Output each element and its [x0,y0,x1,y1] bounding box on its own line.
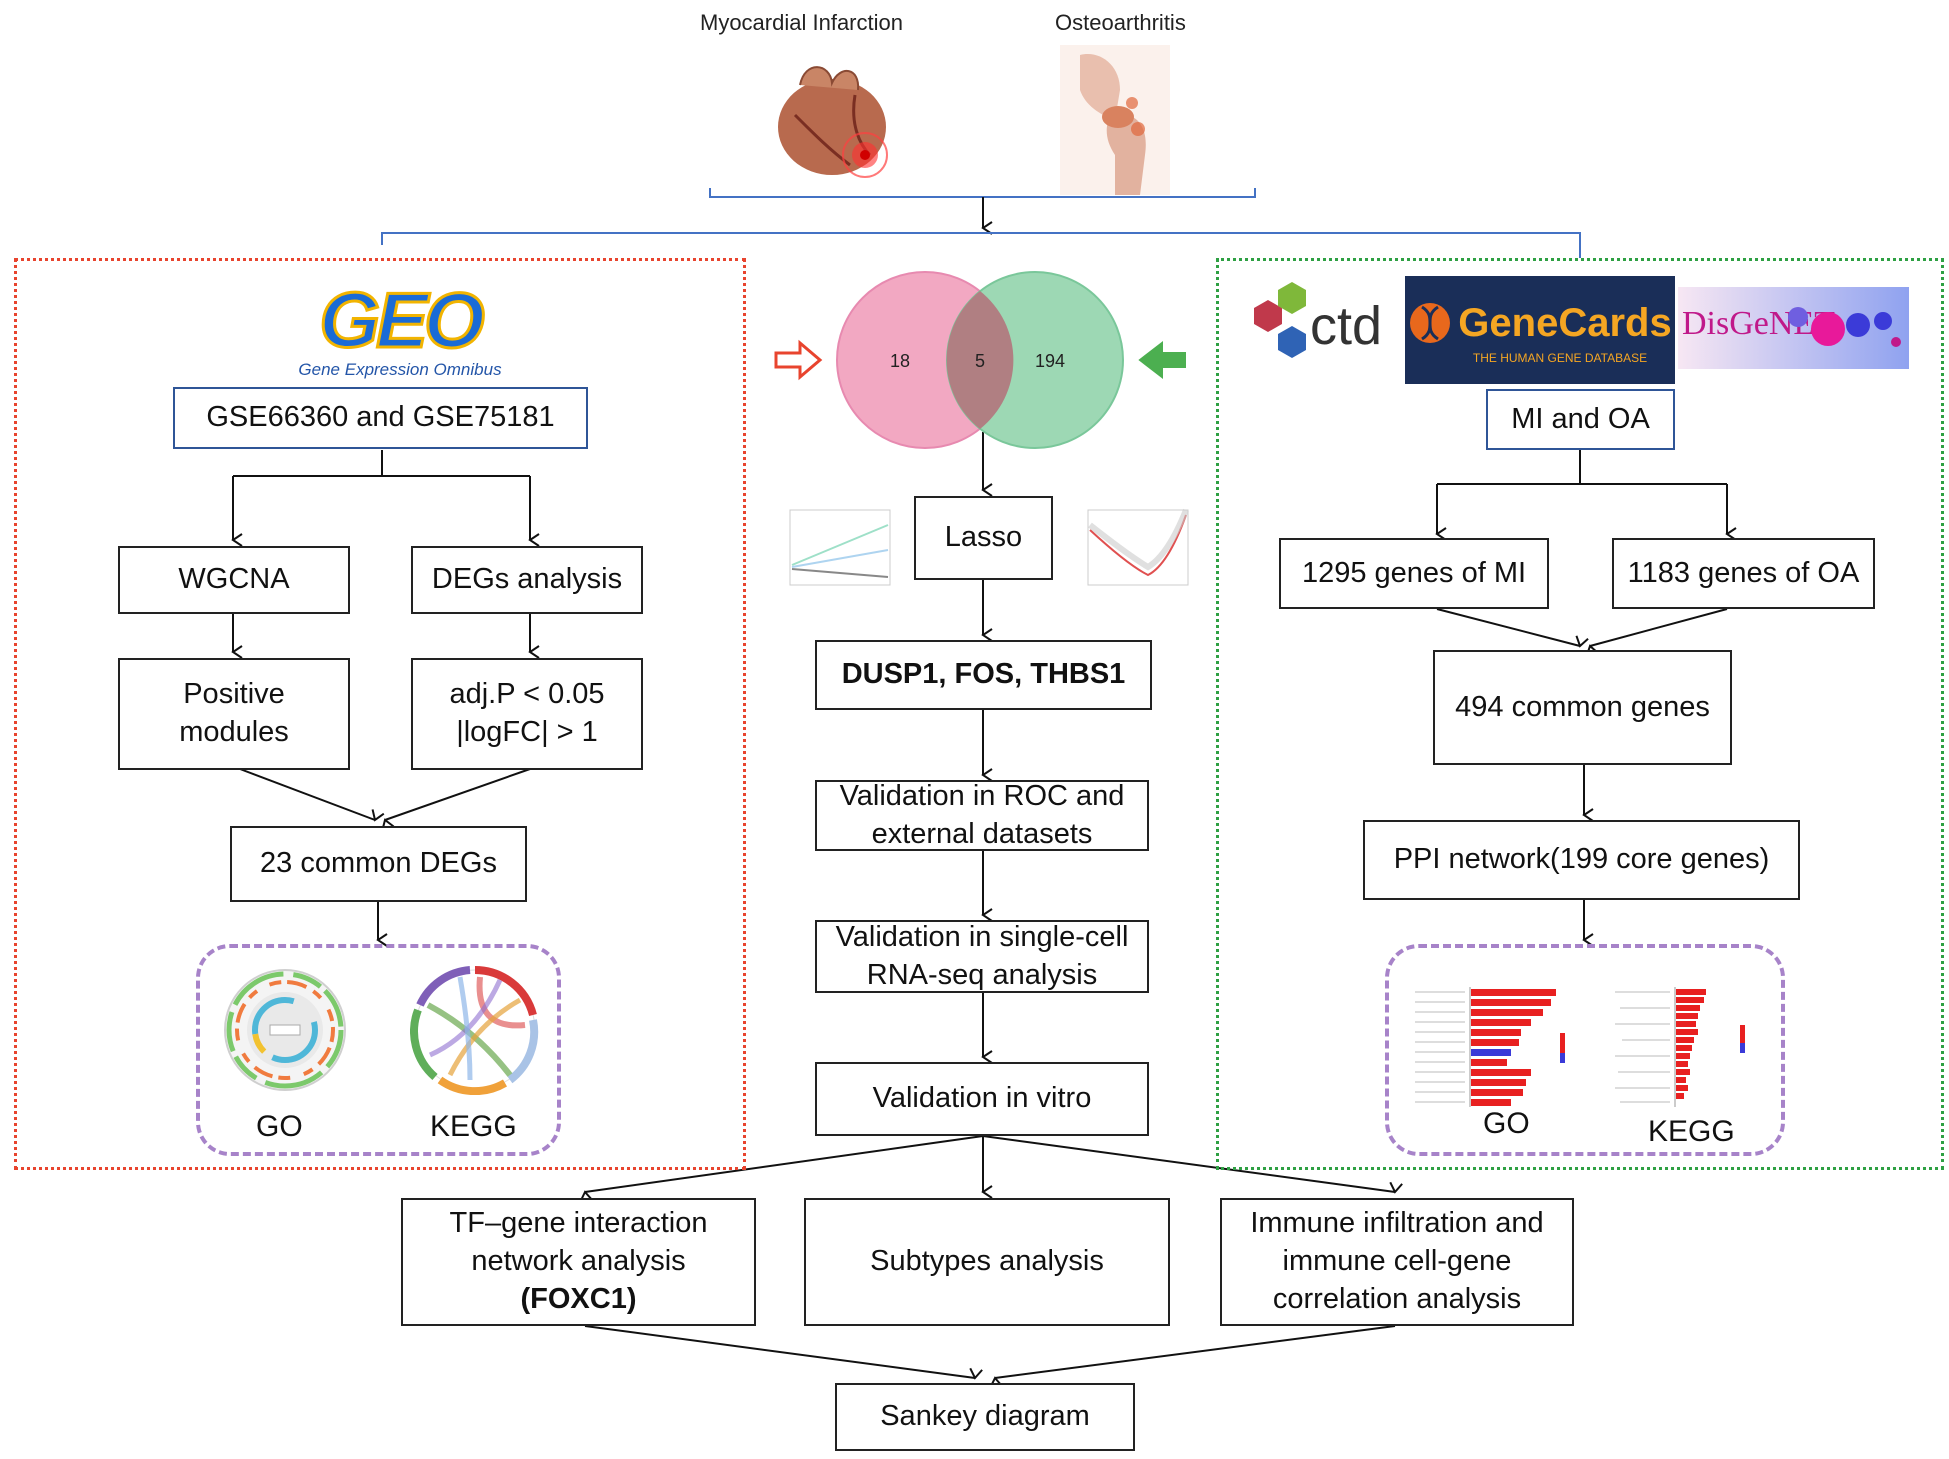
green-arrow-icon [1138,340,1186,380]
criteria-box: adj.P < 0.05 |logFC| > 1 [411,658,643,770]
ctd-label: ctd [1309,296,1383,356]
heart-icon [778,66,888,178]
genecards-logo: GeneCards THE HUMAN GENE DATABASE [1405,276,1675,384]
knee-joint-icon [1060,45,1170,195]
disgenet-logo: DisGeNET [1678,287,1909,369]
hub-genes-box: DUSP1, FOS, THBS1 [815,640,1152,710]
ctd-hexagon-icon [1253,282,1306,358]
common-genes-box: 494 common genes [1433,650,1732,765]
left-kegg-label: KEGG [430,1110,517,1143]
roc-validation-box: Validation in ROC and external datasets [815,780,1149,851]
right-enrichment-frame [1385,944,1785,1156]
right-panel-frame [1216,258,1944,1170]
common-degs-box: 23 common DEGs [230,826,527,902]
mi-oa-box: MI and OA [1486,389,1675,450]
sankey-diagram-box: Sankey diagram [835,1383,1135,1451]
oa-genes-box: 1183 genes of OA [1612,538,1875,609]
venn-left-count: 18 [890,351,910,371]
mi-label: Myocardial Infarction [700,10,903,35]
venn-overlap-count: 5 [975,351,985,371]
mi-genes-box: 1295 genes of MI [1279,538,1549,609]
immune-infiltration-box: Immune infiltration and immune cell-gene… [1220,1198,1574,1326]
genecards-subtitle: THE HUMAN GENE DATABASE [1472,351,1648,365]
ppi-network-box: PPI network(199 core genes) [1363,820,1800,900]
ctd-logo: ctd [1222,278,1394,374]
lasso-cv-plot-icon [1087,508,1189,586]
single-cell-validation-box: Validation in single-cell RNA-seq analys… [815,920,1149,993]
venn-right-count: 194 [1035,351,1065,371]
disgenet-dots-icon [1788,307,1901,347]
venn-overlap [946,291,1014,429]
venn-diagram: 18 5 194 [836,271,1124,449]
left-go-label: GO [256,1110,303,1143]
subtypes-analysis-box: Subtypes analysis [804,1198,1170,1326]
left-panel-frame [14,258,746,1170]
dna-icon [1410,303,1451,343]
genecards-label: GeneCards [1458,300,1672,345]
disgenet-label: DisGeNET [1682,305,1835,342]
geo-logo: GEO Gene Expression Omnibus [298,275,502,380]
lasso-coefficient-plot-icon [789,509,891,586]
degs-analysis-box: DEGs analysis [411,546,643,614]
tf-foxc1: (FOXC1) [520,1282,637,1315]
go-circos-plot-icon [224,969,346,1091]
kegg-chord-diagram-icon [410,966,539,1095]
criteria-line-2: |logFC| > 1 [456,716,598,748]
tf-line-2: network analysis [471,1245,686,1278]
kegg-bar-chart-icon [1610,985,1750,1110]
go-bar-chart-icon [1410,985,1570,1110]
lasso-box: Lasso [914,496,1053,580]
tf-line-1: TF–gene interaction [449,1207,708,1240]
criteria-line-1: adj.P < 0.05 [449,678,605,711]
oa-label: Osteoarthritis [1055,10,1186,35]
right-go-label: GO [1483,1107,1530,1140]
left-enrichment-frame [196,944,561,1156]
red-arrow-icon [774,339,823,381]
positive-modules-label: Positive modules [179,678,289,748]
in-vitro-validation-box: Validation in vitro [815,1062,1149,1136]
wgcna-box: WGCNA [118,546,350,614]
datasets-box: GSE66360 and GSE75181 [173,387,588,449]
positive-modules-box: Positive modules [118,658,350,770]
right-kegg-label: KEGG [1648,1115,1735,1148]
tf-gene-network-box: TF–gene interaction network analysis (FO… [401,1198,756,1326]
